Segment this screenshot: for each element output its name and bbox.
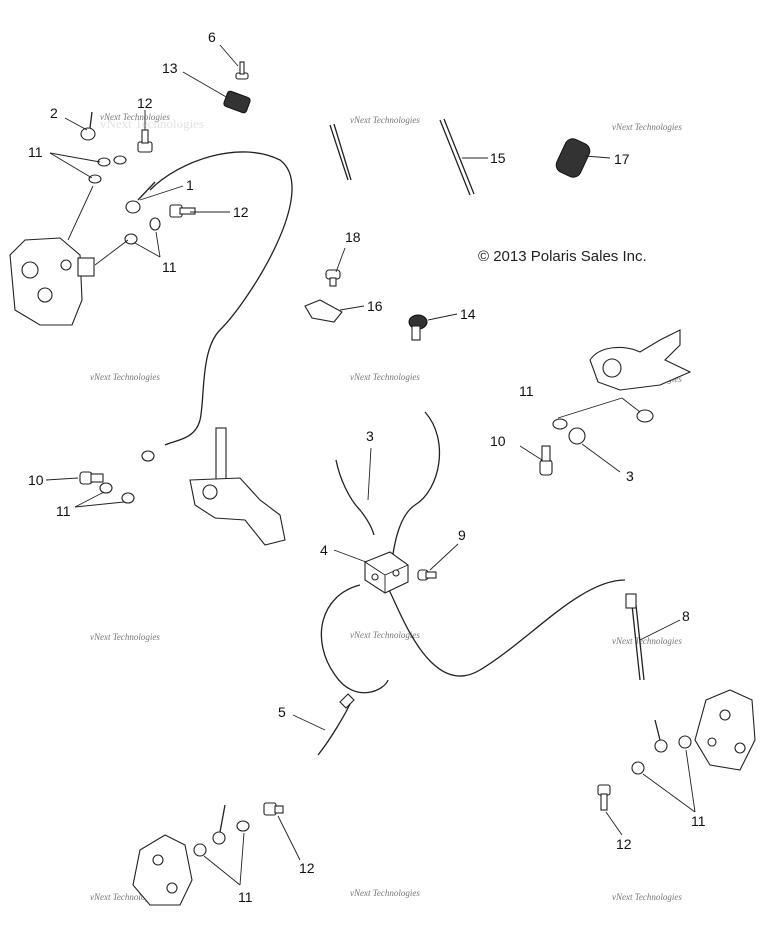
- banjo-fitting-2: [80, 111, 96, 141]
- callout-12: 12: [137, 95, 153, 111]
- bolt-12-top: [137, 129, 153, 153]
- caliper-rear-left: [132, 834, 193, 906]
- screw-6: [235, 61, 249, 80]
- watermark: vNext Technologies: [90, 372, 160, 382]
- banjo-fitting-3: [568, 427, 586, 445]
- copyright-text: © 2013 Polaris Sales Inc.: [478, 248, 647, 265]
- washer-11: [631, 761, 645, 775]
- washer-11: [636, 409, 654, 423]
- callout-11: 11: [238, 889, 253, 905]
- callout-18: 18: [345, 229, 361, 245]
- line-5-fitting: [339, 693, 355, 709]
- clip-16: [304, 299, 343, 323]
- front-left-brake-line: [149, 151, 293, 446]
- bolt-9: [417, 569, 437, 581]
- pin-15: [439, 118, 475, 196]
- callout-12: 12: [299, 860, 315, 876]
- bolt-12-rear-right: [597, 784, 611, 811]
- grommet-17: [555, 138, 591, 178]
- grommet-14: [408, 314, 428, 341]
- bolt-18: [325, 269, 341, 287]
- callout-11: 11: [691, 813, 706, 829]
- callout-2: 2: [50, 105, 58, 121]
- washer-11: [113, 155, 127, 165]
- bolt-12-mid: [169, 204, 196, 218]
- callout-3: 3: [626, 468, 634, 484]
- callout-11: 11: [519, 383, 534, 399]
- caliper-rear-right: [694, 689, 756, 771]
- callout-11: 11: [28, 144, 43, 160]
- clip-13: [223, 90, 251, 114]
- watermark-ghost: vNext Technologies: [100, 116, 204, 131]
- block-to-right-line: [387, 579, 626, 677]
- washer-11: [124, 233, 138, 245]
- callout-8: 8: [682, 608, 690, 624]
- callout-11: 11: [56, 503, 71, 519]
- callout-11: 11: [162, 259, 177, 275]
- banjo-bolt-10-right: [539, 445, 553, 476]
- callout-13: 13: [162, 60, 178, 76]
- master-cylinder-front: [141, 427, 286, 546]
- washer-11: [99, 482, 113, 494]
- watermark: vNext Technologies: [90, 632, 160, 642]
- master-to-block-line: [391, 411, 441, 561]
- callouts: 6 13 2 12 11 1 12 11 15 17 18 16 14 11 1…: [28, 29, 706, 905]
- watermark: vNext Technologies: [90, 892, 160, 902]
- bolt-12-rear-left: [263, 802, 284, 816]
- callout-14: 14: [460, 306, 476, 322]
- washer-11: [88, 174, 102, 184]
- callout-5: 5: [278, 704, 286, 720]
- banjo-fitting-rear-right: [654, 719, 668, 753]
- banjo-fitting-rear-left: [212, 804, 226, 845]
- callout-10: 10: [490, 433, 506, 449]
- callout-4: 4: [320, 542, 328, 558]
- block-to-rear-line: [320, 584, 389, 694]
- watermark: vNext Technologies: [350, 630, 420, 640]
- washer-11: [678, 735, 692, 749]
- washer-11: [149, 217, 161, 231]
- watermark: vNext Technologies: [350, 372, 420, 382]
- watermark: vNext Technologies: [612, 122, 682, 132]
- callout-15: 15: [490, 150, 506, 166]
- brake-lines: [149, 151, 645, 756]
- callout-3: 3: [366, 428, 374, 444]
- callout-10: 10: [28, 472, 44, 488]
- washer-11: [193, 843, 207, 857]
- brake-line-8-edge: [635, 604, 645, 681]
- brake-line-3: [335, 459, 375, 536]
- callout-12: 12: [616, 836, 632, 852]
- callout-6: 6: [208, 29, 216, 45]
- watermark: vNext Technologies: [100, 112, 170, 122]
- washer-11: [236, 820, 250, 832]
- watermark: vNext Technologies: [350, 115, 420, 125]
- leader-lines: [45, 44, 696, 886]
- callout-1: 1: [186, 177, 194, 193]
- distribution-block-4: [364, 551, 409, 594]
- banjo-fitting-1: [125, 181, 156, 214]
- brake-line-8: [631, 604, 641, 681]
- banjo-bolt-10-left: [79, 471, 104, 485]
- pin-7: [329, 123, 352, 181]
- watermark: vNext Technologies: [612, 892, 682, 902]
- line-8-fitting: [625, 593, 637, 609]
- callout-9: 9: [458, 527, 466, 543]
- watermarks: vNext Technologies vNext Technologies vN…: [90, 112, 682, 902]
- watermark: vNext Technologies: [350, 888, 420, 898]
- master-cylinder-rear: [589, 329, 692, 391]
- washer-11: [552, 418, 568, 430]
- watermark: vNext Technologies: [612, 636, 682, 646]
- callout-16: 16: [367, 298, 383, 314]
- washer-11: [121, 492, 135, 504]
- caliper-front-left: [9, 237, 95, 326]
- callout-17: 17: [614, 151, 630, 167]
- brake-line-5: [317, 699, 353, 756]
- callout-12: 12: [233, 204, 249, 220]
